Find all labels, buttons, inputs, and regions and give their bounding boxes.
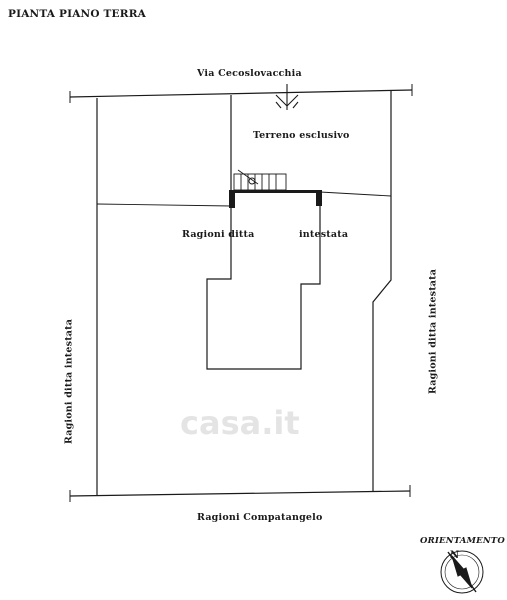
south-boundary-line xyxy=(69,490,411,497)
compass-icon: N xyxy=(440,550,484,594)
orientamento-label: ORIENTAMENTO xyxy=(420,536,505,546)
east-boundary-line xyxy=(372,90,392,492)
east-neighbor-label: Ragioni ditta intestata xyxy=(427,268,439,395)
south-neighbor-label: Ragioni Compatangelo xyxy=(197,512,323,523)
intestata-label: intestata xyxy=(299,229,349,240)
house-footprint xyxy=(206,191,321,370)
ragioni-ditta-label: Ragioni ditta xyxy=(182,229,255,240)
west-neighbor-label: Ragioni ditta intestata xyxy=(63,318,75,445)
street-label: Via Cecoslovacchia xyxy=(197,68,302,79)
gate-icon xyxy=(275,84,299,110)
staircase-icon xyxy=(233,169,287,191)
watermark: casa.it xyxy=(180,404,300,442)
plan-title: PIANTA PIANO TERRA xyxy=(8,8,146,20)
terreno-esclusivo-label: Terreno esclusivo xyxy=(253,130,350,141)
compass-n-label: N xyxy=(450,550,459,561)
north-boundary-line xyxy=(69,89,413,98)
